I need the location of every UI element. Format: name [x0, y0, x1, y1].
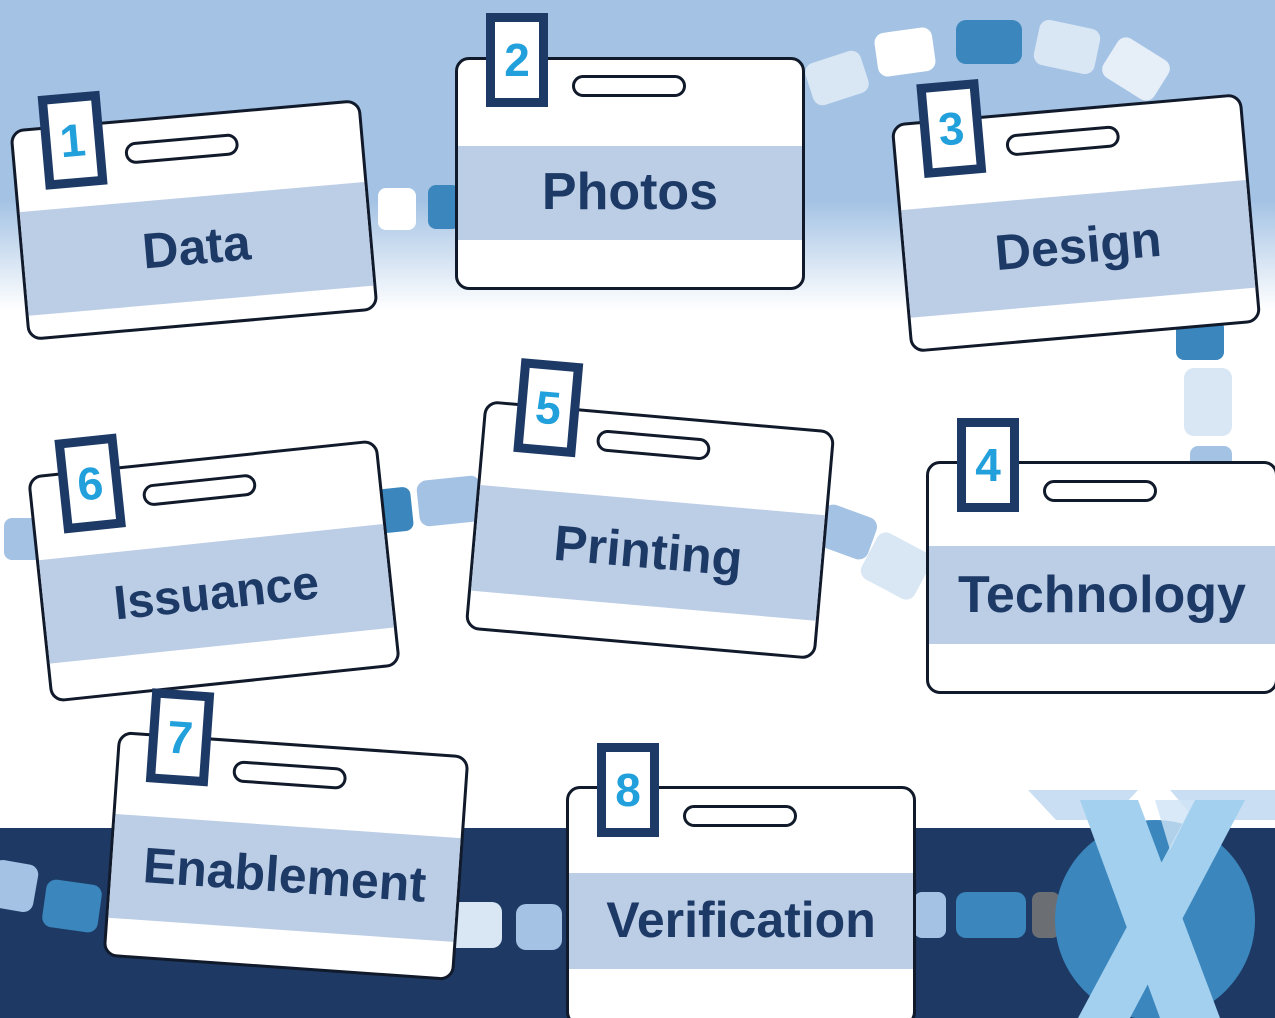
step-number-box: 7 — [145, 688, 215, 787]
step-number: 6 — [64, 443, 117, 524]
step-number-box: 3 — [916, 78, 987, 179]
step-number: 2 — [495, 22, 539, 98]
step-card-6: Issuance 6 — [27, 433, 401, 703]
badge-slot — [683, 805, 797, 827]
card-band — [458, 146, 802, 240]
step-card-3: Design 3 — [890, 78, 1262, 353]
connector-tile — [0, 859, 39, 913]
connector-tile — [1032, 892, 1060, 938]
step-number: 3 — [926, 88, 977, 169]
connector-tile — [428, 185, 460, 229]
connector-tile — [416, 475, 484, 527]
step-number: 1 — [47, 100, 98, 181]
badge-slot — [124, 132, 240, 165]
step-card-5: Printing 5 — [464, 358, 836, 660]
connector-tile — [956, 20, 1022, 64]
connector-tile — [378, 188, 416, 230]
step-card-4: Technology 4 — [926, 418, 1275, 694]
step-number-box: 6 — [54, 433, 126, 534]
step-number-box: 5 — [513, 358, 584, 458]
card-band — [569, 873, 913, 969]
step-number-box: 2 — [486, 13, 548, 107]
connector-tile — [1176, 320, 1224, 360]
step-card-2: Photos 2 — [455, 13, 805, 290]
step-number-box: 4 — [957, 418, 1019, 512]
step-label: Technology — [958, 566, 1246, 624]
badge-slot — [232, 760, 348, 791]
step-number-box: 8 — [597, 743, 659, 837]
connector-tile — [446, 902, 502, 948]
step-number: 8 — [606, 752, 650, 828]
step-label: Verification — [606, 892, 876, 948]
connector-tile — [956, 892, 1026, 938]
connector-tile — [814, 504, 878, 560]
connector-tile — [874, 27, 936, 77]
x-logo-icon — [1028, 790, 1275, 1018]
connector-tile — [516, 904, 562, 950]
step-card-1: Data 1 — [9, 90, 379, 341]
badge-slot — [1005, 124, 1121, 157]
step-number-box: 1 — [37, 90, 108, 190]
connector-tile — [1102, 37, 1170, 101]
step-card-8: Verification 8 — [566, 743, 916, 1018]
connector-tile — [914, 892, 946, 938]
step-label: Photos — [541, 163, 719, 221]
step-number: 4 — [966, 427, 1010, 503]
connector-tile — [1184, 368, 1232, 436]
connector-tile — [860, 532, 932, 600]
step-number: 7 — [155, 697, 205, 777]
badge-slot — [141, 473, 258, 507]
badge-slot — [572, 75, 686, 97]
step-number: 5 — [523, 367, 574, 448]
connector-tile — [805, 50, 869, 106]
badge-slot — [1043, 480, 1157, 502]
step-card-7: Enablement 7 — [102, 688, 470, 982]
connector-tile — [1033, 19, 1101, 75]
connector-tile — [42, 879, 102, 933]
badge-slot — [595, 429, 712, 461]
card-band — [929, 546, 1275, 644]
